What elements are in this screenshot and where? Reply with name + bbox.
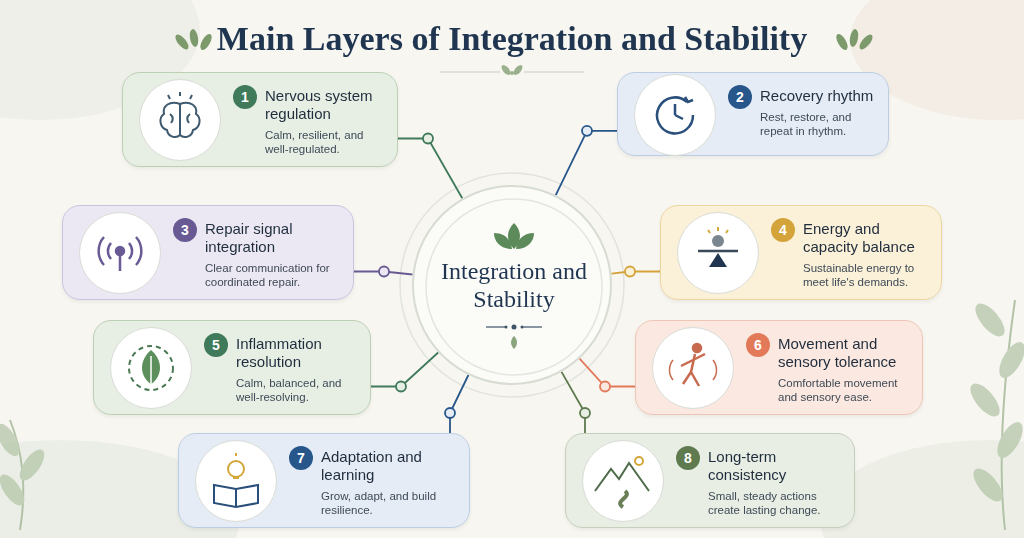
center-label: Integration and Stability	[434, 257, 594, 313]
icon-symbol	[196, 441, 276, 521]
icon-circle	[677, 212, 759, 294]
icon-circle	[582, 440, 664, 522]
card-heading: Repair signal integration	[205, 220, 343, 256]
icon-symbol	[140, 80, 220, 160]
icon-symbol	[653, 328, 733, 408]
card-heading: Movement and sensory tolerance	[778, 335, 912, 371]
center-circle: Integration and Stability	[412, 185, 612, 385]
callout-number: 5	[204, 333, 228, 357]
callout-number: 4	[771, 218, 795, 242]
number-text: 2	[736, 89, 744, 105]
callout-number: 3	[173, 218, 197, 242]
card-body: Calm, balanced, and well-resolving.	[236, 376, 360, 404]
connector-dot	[396, 382, 406, 392]
layer-card: Recovery rhythmRest, restore, and repeat…	[617, 72, 889, 156]
layer-card: Long-term consistencySmall, steady actio…	[565, 433, 855, 528]
connector-dot	[600, 382, 610, 392]
card-body: Clear communication for coordinated repa…	[205, 261, 343, 289]
card-heading: Energy and capacity balance	[803, 220, 931, 256]
card-body: Comfortable movement and sensory ease.	[778, 376, 912, 404]
card-heading: Long-term consistency	[708, 448, 844, 484]
connector-dot	[580, 408, 590, 418]
connector-dot	[582, 126, 592, 136]
icon-symbol	[678, 213, 758, 293]
number-text: 6	[754, 337, 762, 353]
connector-dot	[445, 408, 455, 418]
card-text: Repair signal integrationClear communica…	[205, 220, 343, 289]
icon-symbol	[635, 75, 715, 155]
callout-number: 8	[676, 446, 700, 470]
card-text: Long-term consistencySmall, steady actio…	[708, 448, 844, 517]
card-text: Inflammation resolutionCalm, balanced, a…	[236, 335, 360, 404]
connector-dot	[423, 134, 433, 144]
layer-card: Movement and sensory toleranceComfortabl…	[635, 320, 923, 415]
callout-number: 7	[289, 446, 313, 470]
icon-circle	[652, 327, 734, 409]
number-text: 1	[241, 89, 249, 105]
connector-dot	[625, 267, 635, 277]
icon-symbol	[111, 328, 191, 408]
callout-number: 2	[728, 85, 752, 109]
card-body: Rest, restore, and repeat in rhythm.	[760, 110, 878, 138]
number-text: 3	[181, 222, 189, 238]
number-text: 4	[779, 222, 787, 238]
card-heading: Recovery rhythm	[760, 87, 878, 105]
card-text: Movement and sensory toleranceComfortabl…	[778, 335, 912, 404]
connector-line	[371, 352, 438, 386]
card-heading: Inflammation resolution	[236, 335, 360, 371]
icon-symbol	[583, 441, 663, 521]
card-body: Small, steady actions create lasting cha…	[708, 489, 844, 517]
icon-circle	[139, 79, 221, 161]
number-text: 5	[212, 337, 220, 353]
layer-card: Energy and capacity balanceSustainable e…	[660, 205, 942, 300]
card-body: Calm, resilient, and well-regulated.	[265, 128, 387, 156]
card-text: Adaptation and learningGrow, adapt, and …	[321, 448, 459, 517]
card-heading: Adaptation and learning	[321, 448, 459, 484]
connector-line	[450, 375, 468, 433]
card-text: Recovery rhythmRest, restore, and repeat…	[760, 87, 878, 138]
icon-circle	[195, 440, 277, 522]
icon-circle	[79, 212, 161, 294]
card-heading: Nervous system regulation	[265, 87, 387, 123]
card-body: Grow, adapt, and build resilience.	[321, 489, 459, 517]
connector-line	[556, 131, 617, 195]
card-text: Energy and capacity balanceSustainable e…	[803, 220, 931, 289]
connector-line	[562, 372, 585, 433]
layer-card: Inflammation resolutionCalm, balanced, a…	[93, 320, 371, 415]
icon-circle	[110, 327, 192, 409]
number-text: 7	[297, 450, 305, 466]
layer-card: Nervous system regulationCalm, resilient…	[122, 72, 398, 167]
callout-number: 1	[233, 85, 257, 109]
icon-circle	[634, 74, 716, 156]
connector-dot	[379, 267, 389, 277]
number-text: 8	[684, 450, 692, 466]
callout-number: 6	[746, 333, 770, 357]
connector-line	[398, 139, 462, 199]
card-text: Nervous system regulationCalm, resilient…	[265, 87, 387, 156]
card-body: Sustainable energy to meet life's demand…	[803, 261, 931, 289]
icon-symbol	[80, 213, 160, 293]
diagram-title: Main Layers of Integration and Stability	[0, 20, 1024, 58]
layer-card: Adaptation and learningGrow, adapt, and …	[178, 433, 470, 528]
layer-card: Repair signal integrationClear communica…	[62, 205, 354, 300]
